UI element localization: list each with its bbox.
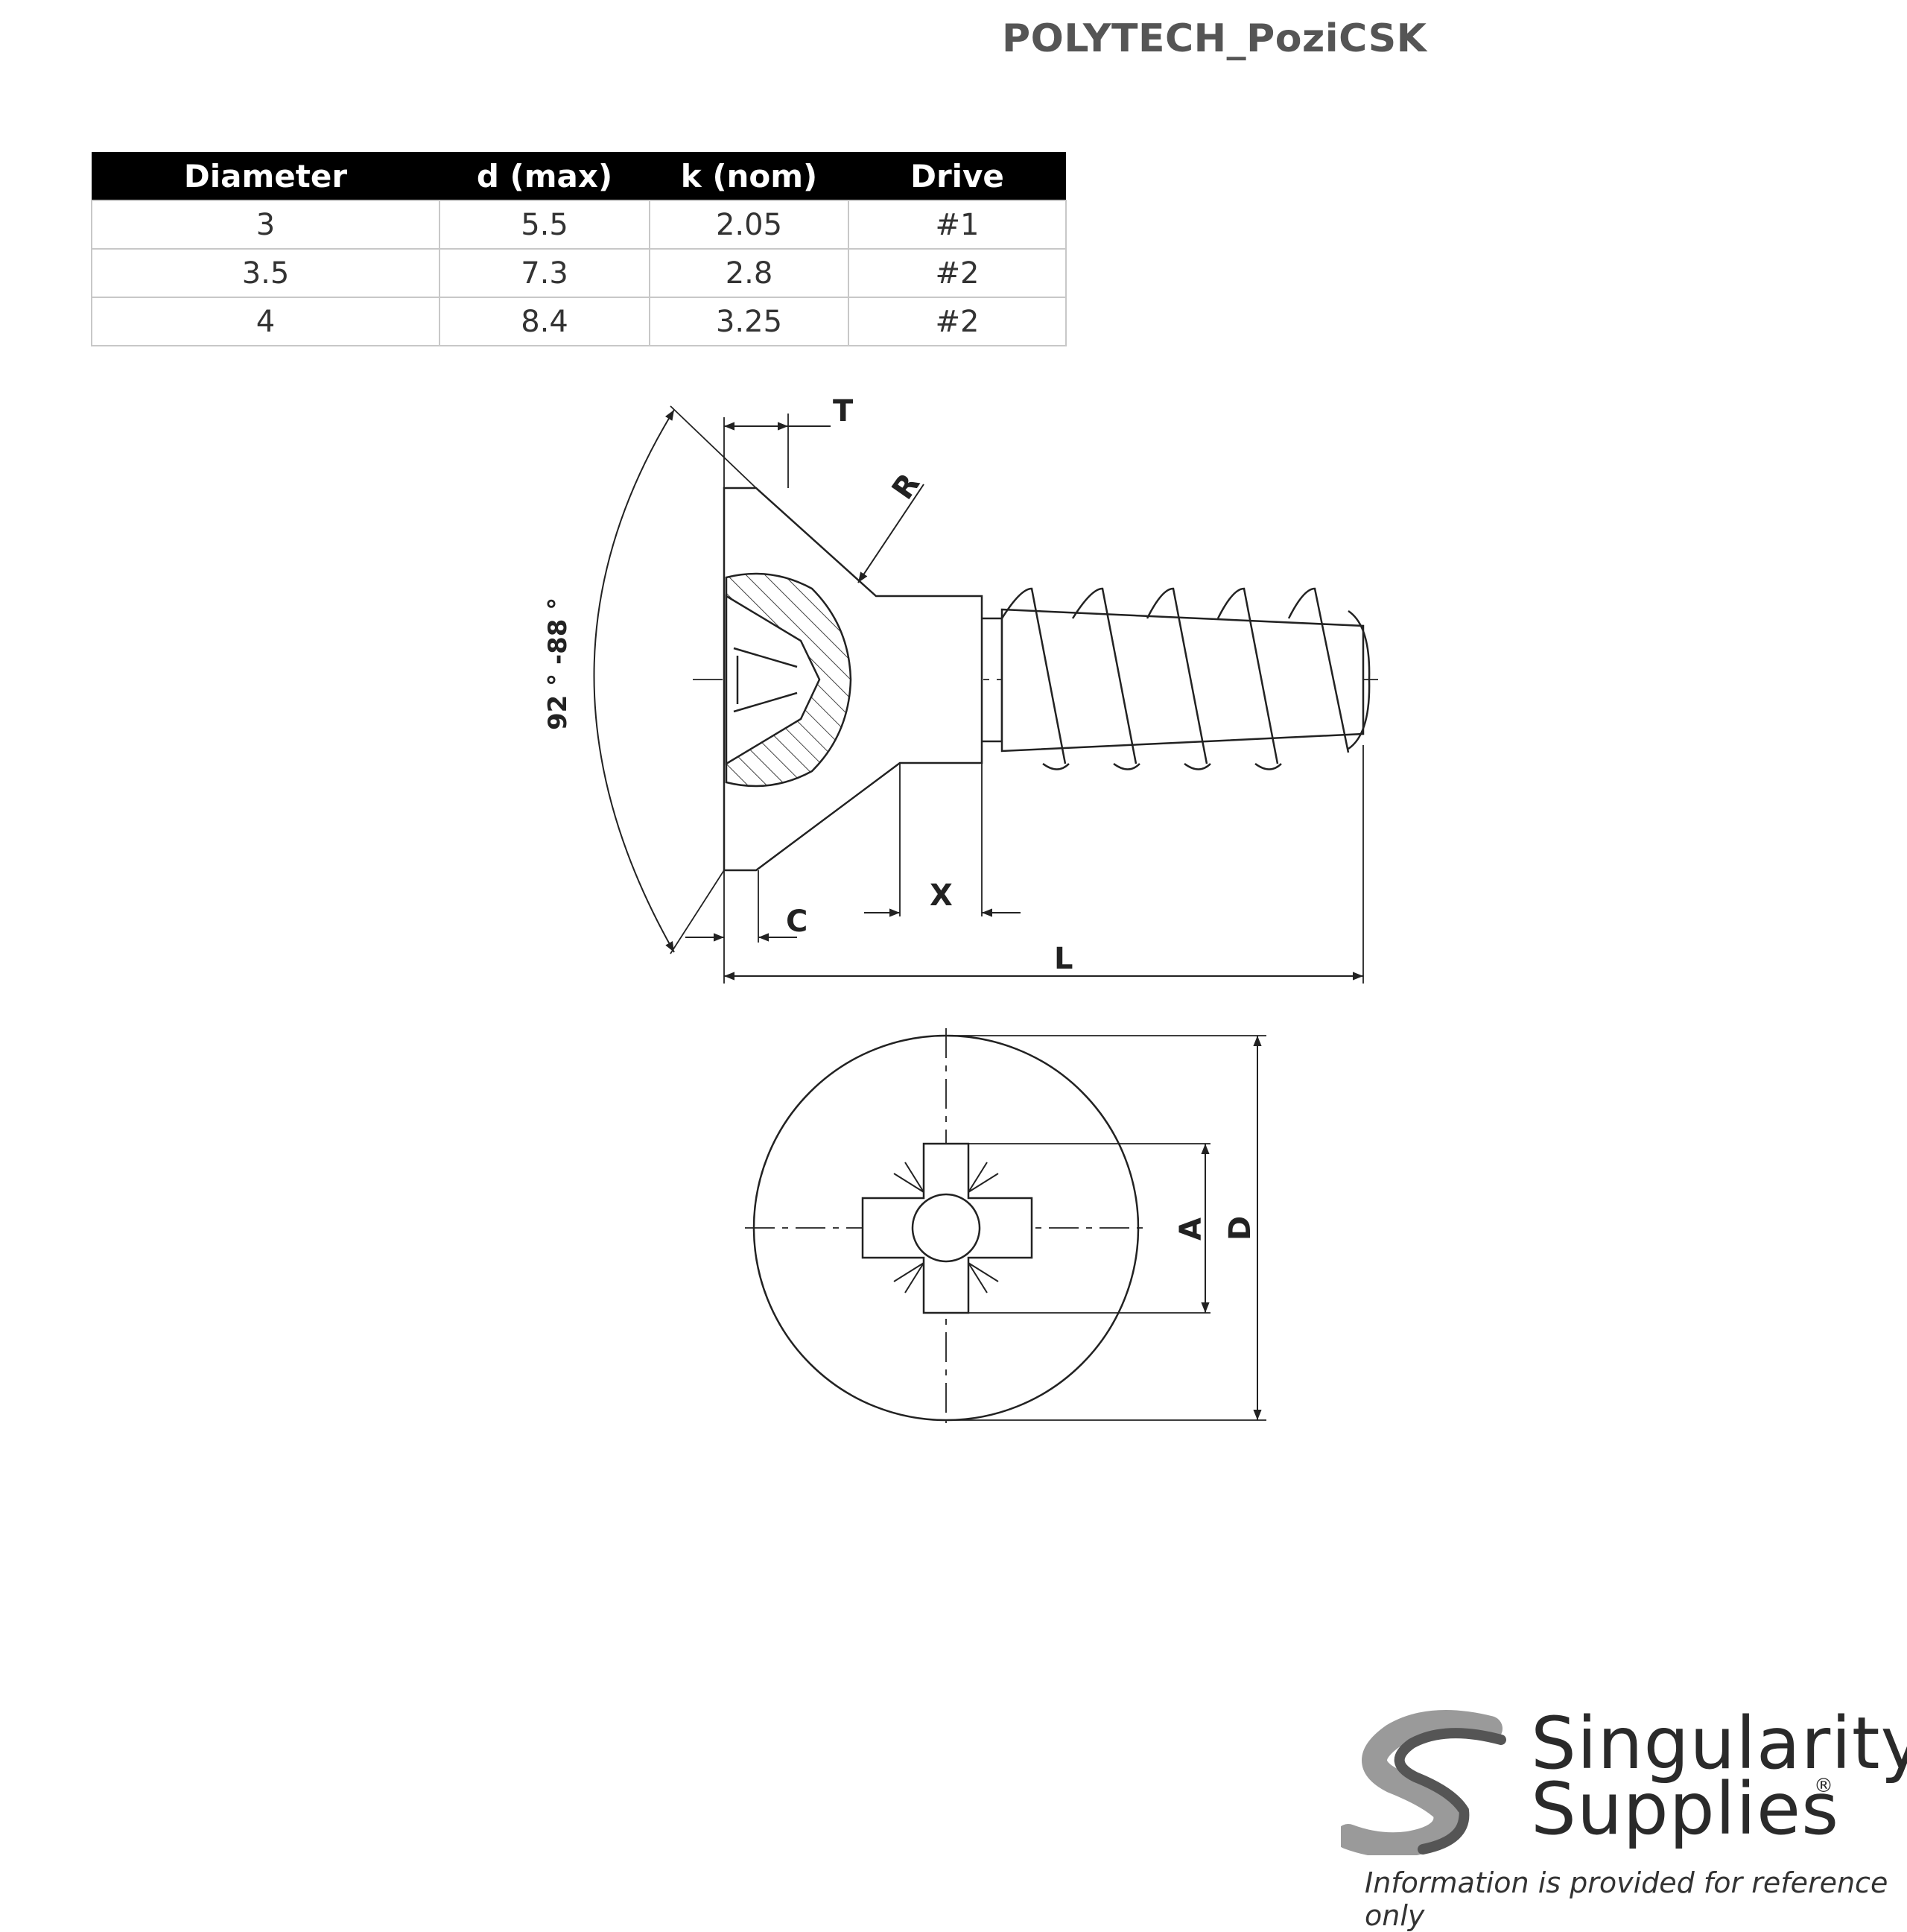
cell-k-nom: 2.8 <box>649 248 849 298</box>
cell-diameter: 3 <box>91 200 440 250</box>
brand-name-line2: Supplies <box>1531 1767 1840 1851</box>
cell-k-nom: 3.25 <box>649 297 849 346</box>
table-row: 3 5.5 2.05 #1 <box>91 200 1067 250</box>
thread-core <box>1000 608 1365 753</box>
pozi-tick-marks <box>893 1162 999 1293</box>
dimension-lines <box>593 409 1363 981</box>
cell-k-nom: 2.05 <box>649 200 849 250</box>
side-view <box>670 405 1378 984</box>
recess-cavity <box>725 594 821 766</box>
cell-drive: #2 <box>848 297 1067 346</box>
dimension-labels: T R 92 ° -88 ° C X L A D <box>543 394 1257 1241</box>
cell-d-max: 5.5 <box>439 200 650 250</box>
label-T: T <box>833 394 854 428</box>
table-row: 4 8.4 3.25 #2 <box>91 297 1067 346</box>
cell-drive: #1 <box>848 200 1067 250</box>
dim-angle <box>593 409 675 953</box>
recess-center <box>911 1193 981 1263</box>
header-drive: Drive <box>848 152 1066 200</box>
cell-d-max: 7.3 <box>439 248 650 298</box>
page-title: POLYTECH_PoziCSK <box>1002 16 1427 61</box>
label-C: C <box>786 905 807 939</box>
cell-diameter: 3.5 <box>91 248 440 298</box>
registered-mark: ® <box>1814 1775 1833 1797</box>
top-view <box>745 1028 1266 1423</box>
label-R: R <box>886 467 927 506</box>
label-X: X <box>930 878 953 913</box>
header-diameter: Diameter <box>92 152 440 200</box>
label-angle: 92 ° -88 ° <box>543 598 573 730</box>
screw-tip <box>1348 609 1371 750</box>
table-header-row: Diameter d (max) k (nom) Drive <box>92 152 1066 200</box>
spec-table: Diameter d (max) k (nom) Drive 3 5.5 2.0… <box>91 152 1067 346</box>
header-k-nom: k (nom) <box>650 152 848 200</box>
table-row: 3.5 7.3 2.8 #2 <box>91 248 1067 298</box>
disclaimer-text: Information is provided for reference on… <box>1365 1866 1888 1932</box>
cell-d-max: 8.4 <box>439 297 650 346</box>
label-D: D <box>1223 1216 1257 1241</box>
singularity-s-icon <box>1341 1710 1506 1855</box>
header-d-max: d (max) <box>440 152 650 200</box>
thread-flanks <box>1000 587 1350 770</box>
label-A: A <box>1174 1217 1208 1241</box>
label-L: L <box>1054 942 1073 976</box>
cell-drive: #2 <box>848 248 1067 298</box>
pozi-cross-recess <box>861 1142 1033 1314</box>
cell-diameter: 4 <box>91 297 440 346</box>
brand-name-line1: Singularity <box>1531 1702 1907 1785</box>
brand-logo: Singularity Supplies ® <box>1341 1706 1907 1855</box>
